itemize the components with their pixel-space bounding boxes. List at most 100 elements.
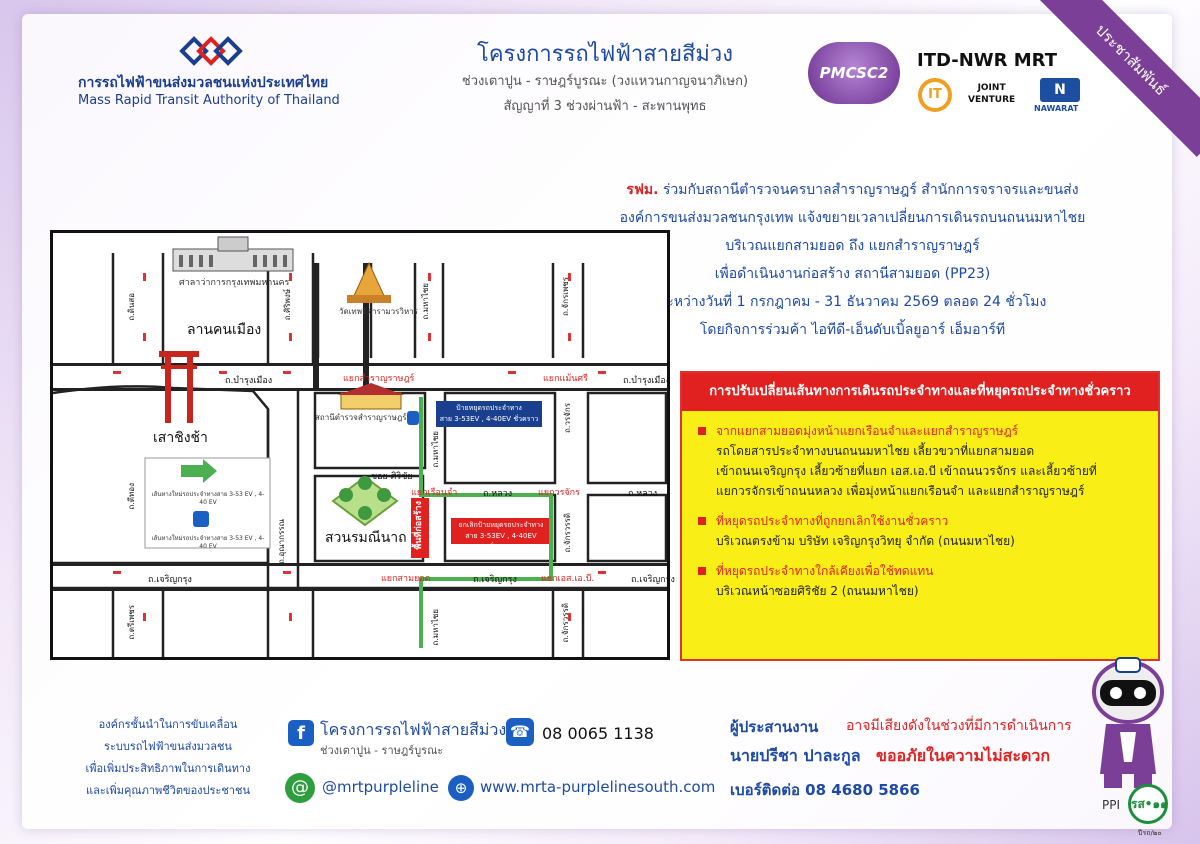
route-change-title: การปรับเปลี่ยนเส้นทางการเดินรถประจำทางแล… xyxy=(682,373,1158,411)
itd-logo: IT xyxy=(918,78,952,112)
facebook-page-subtitle: ช่วงเตาปูน - ราษฎร์บูรณะ xyxy=(320,744,444,757)
coordinator-contact[interactable]: เบอร์ติดต่อ 08 4680 5866 xyxy=(730,781,920,799)
nawarat-logo: N xyxy=(1040,78,1080,102)
map-label-lan: ลานคนเมือง xyxy=(187,322,262,338)
announcement-line-4: เพื่อดำเนินงานก่อสร้าง สถานีสามยอด (PP23… xyxy=(714,266,991,282)
map-label-bamrung-1: ถ.บำรุงเมือง xyxy=(225,376,273,386)
route-change-item-heading: จากแยกสามยอดมุ่งหน้าแยกเรือนจำและแยกสำรา… xyxy=(716,424,1019,438)
cancelled-stop-heading: ที่หยุดรถประจำทางที่ถูกยกเลิกใช้งานชั่วค… xyxy=(716,514,949,528)
map-label-maenasri: แยกแม้นศรี xyxy=(543,374,588,384)
cancel-stop-text: ยกเลิกป้ายหยุดรถประจำทาง สาย 3-53EV , 4-… xyxy=(454,520,548,553)
route-change-item-line: รถโดยสารประจำทางบนถนนมหาไชย เลี้ยวขวาที่… xyxy=(716,444,1035,458)
line-id-link[interactable]: @mrtpurpleline xyxy=(322,778,439,796)
tagline-line: เพื่อเพิ่มประสิทธิภาพในการเดินทาง xyxy=(85,762,251,775)
ppi-subtitle: ปีรถ/๒๐ xyxy=(1138,829,1162,837)
apology-text: ขออภัยในความไม่สะดวก xyxy=(876,746,1051,765)
legend-route-label: เส้นทางใหม่รถประจำทางสาย 3-53 EV , 4-40 … xyxy=(151,491,265,506)
map-label-chakkrawat-2: ถ.จักรวรรดิ xyxy=(561,603,570,643)
route-map: ศาลาว่าการกรุงเทพมหานคร วัดเทพธิดารามวรว… xyxy=(50,230,675,660)
map-label-charoen-3: ถ.เจริญกรุง xyxy=(631,575,675,585)
map-label-tripet: ถ.ตรีเพชร xyxy=(127,605,136,640)
ppi-logo: รส•๑๑ xyxy=(1128,784,1168,824)
map-label-dinso: ถ.ดินสอ xyxy=(127,293,136,321)
route-change-item-line: เข้าถนนเจริญกรุง เลี้ยวซ้ายที่แยก เอส.เอ… xyxy=(716,464,1097,478)
traffic-arrows xyxy=(113,273,606,621)
globe-icon[interactable]: ⊕ xyxy=(448,775,474,801)
org-name-english: Mass Rapid Transit Authority of Thailand xyxy=(78,93,340,108)
map-label-tithong: ถ.ตีทอง xyxy=(127,483,136,510)
bus-stop-text: ป้ายหยุดรถประจำทาง สาย 3-53EV , 4-40EV ช… xyxy=(439,403,539,425)
map-label-worachak-junction: แยกวรจักร xyxy=(538,488,580,498)
bullet-icon xyxy=(698,517,706,525)
route-change-panel: การปรับเปลี่ยนเส้นทางการเดินรถประจำทางแล… xyxy=(680,371,1160,661)
map-label-park: สวนรมณีนาถ xyxy=(325,530,407,546)
construction-label: พื้นที่ก่อสร้าง xyxy=(414,501,424,550)
joint-label: JOINT xyxy=(977,83,1006,93)
tagline-line: และเพิ่มคุณภาพชีวิตของประชาชน xyxy=(86,784,250,797)
route-change-item-line: แยกวรจักรเข้าถนนหลวง เพื่อมุ่งหน้าแยกเรื… xyxy=(716,484,1085,498)
map-label-giant-swing: เสาชิงช้า xyxy=(153,430,208,446)
replacement-stop-heading: ที่หยุดรถประจำทางใกล้เคียงเพื่อใช้ทดแทน xyxy=(716,564,934,578)
route-map-svg xyxy=(52,233,668,657)
city-hall-icon xyxy=(172,236,294,272)
org-name-thai: การรถไฟฟ้าขนส่งมวลชนแห่งประเทศไทย xyxy=(78,75,329,91)
facebook-icon[interactable]: f xyxy=(288,720,314,746)
new-bus-route xyxy=(419,397,553,648)
map-label-samyot: แยกสามยอด xyxy=(381,574,431,584)
map-label-mahachai-top: ถ.มหาไชย xyxy=(421,283,430,320)
map-label-charoen-1: ถ.เจริญกรุง xyxy=(148,575,192,585)
phone-icon[interactable]: ☎ xyxy=(506,718,534,746)
replacement-stop-line: บริเวณหน้าซอยศิริชัย 2 (ถนนมหาไชย) xyxy=(716,584,919,598)
announcement-line-6: โดยกิจการร่วมค้า ไอทีดี-เอ็นดับเบิ้ลยูอา… xyxy=(699,322,1006,338)
map-label-worachak: ถ.วรจักร xyxy=(563,403,572,434)
bus-icon xyxy=(193,511,209,527)
coordinator-label: ผู้ประสานงาน xyxy=(730,718,819,736)
map-label-chakkraphet: ถ.จักรเพชร xyxy=(561,277,570,316)
line-id-icon[interactable]: @ xyxy=(285,773,315,803)
joint-venture-label: JOINT VENTURE xyxy=(968,82,1015,106)
green-arrow-icon xyxy=(181,459,217,483)
route-change-item: จากแยกสามยอดมุ่งหน้าแยกเรือนจำและแยกสำรา… xyxy=(694,421,1146,501)
project-subtitle-route: ช่วงเตาปูน - ราษฎร์บูรณะ (วงแหวนกาญจนาภิ… xyxy=(461,74,749,89)
phone-number[interactable]: 08 0065 1138 xyxy=(542,724,654,743)
nawarat-label: NAWARAT xyxy=(1034,104,1079,113)
announcement-line-1: รฟม. ร่วมกับสถานีตำรวจนครบาลสำราญราษฎร์ … xyxy=(560,176,1145,204)
map-label-atsadang: ถ.อุณากรรณ xyxy=(277,519,286,564)
ppi-label: PPI xyxy=(1102,798,1121,812)
bus-stop-routes: สาย 3-53EV , 4-40EV ชั่วคราว xyxy=(439,415,539,423)
bus-stop-icon xyxy=(407,411,419,425)
facebook-page-link[interactable]: โครงการรถไฟฟ้าสายสีม่วง xyxy=(320,720,507,739)
map-label-siriphong: ถ.ศิริพงษ์ xyxy=(283,289,292,321)
announcement: รฟม. ร่วมกับสถานีตำรวจนครบาลสำราญราษฎร์ … xyxy=(560,176,1145,344)
giant-swing-icon xyxy=(159,351,199,423)
map-label-luang-2: ถ.หลวง xyxy=(628,489,658,499)
tagline-line: องค์กรชั้นนำในการขับเคลื่อน xyxy=(98,718,238,731)
mrta-logo xyxy=(179,36,243,66)
announcement-line-3: บริเวณแยกสามยอด ถึง แยกสำราญราษฎร์ xyxy=(725,238,980,254)
announcement-line-1-text: ร่วมกับสถานีตำรวจนครบาลสำราญราษฎร์ สำนัก… xyxy=(658,182,1079,198)
legend-stop-label: เส้นทางใหม่รถประจำทางสาย 3-53 EV , 4-40 … xyxy=(151,535,265,550)
cancelled-stop-line: บริเวณตรงข้าม บริษัท เจริญกรุงวิทยุ จำกั… xyxy=(716,534,1015,548)
announcement-line-2: องค์การขนส่งมวลชนกรุงเทพ แจ้งขยายเวลาเปล… xyxy=(619,210,1086,226)
police-station-icon xyxy=(338,383,404,410)
map-label-rueanchamnam: แยกเรือนจำ xyxy=(411,488,458,498)
map-label-temple: วัดเทพธิดารามวรวิหาร xyxy=(339,307,418,316)
pmcsc2-logo: PMCSC2 xyxy=(808,42,900,104)
bus-stop-box xyxy=(436,401,542,427)
map-label-mahachai-mid: ถ.มหาไชย xyxy=(431,431,440,468)
org-tagline: องค์กรชั้นนำในการขับเคลื่อน ระบบรถไฟฟ้าข… xyxy=(48,714,288,802)
website-link[interactable]: www.mrta-purplelinesouth.com xyxy=(480,778,716,796)
announcement-line-5: ระหว่างวันที่ 1 กรกฎาคม - 31 ธันวาคม 256… xyxy=(658,294,1047,310)
noise-note: อาจมีเสียงดังในช่วงที่มีการดำเนินการ xyxy=(846,718,1072,734)
map-label-chakkrawat: ถ.จักรวรรดิ xyxy=(563,513,572,553)
map-label-samranrat: แยกสำราญราษฎร์ xyxy=(343,374,415,384)
park-icon xyxy=(331,475,399,527)
venture-label: VENTURE xyxy=(968,95,1016,105)
map-label-city-hall: ศาลาว่าการกรุงเทพมหานคร xyxy=(179,278,290,288)
cancel-stop-label: ยกเลิกป้ายหยุดรถประจำทาง xyxy=(458,521,544,529)
project-title: โครงการรถไฟฟ้าสายสีม่วง xyxy=(477,42,733,67)
cancelled-stop-item: ที่หยุดรถประจำทางที่ถูกยกเลิกใช้งานชั่วค… xyxy=(694,511,1146,551)
map-label-mahachai-bottom: ถ.มหาไชย xyxy=(431,609,440,646)
jv-title: ITD-NWR MRT xyxy=(917,50,1058,71)
cancel-stop-routes: สาย 3-53EV , 4-40EV ชั่วคราว xyxy=(465,532,537,551)
